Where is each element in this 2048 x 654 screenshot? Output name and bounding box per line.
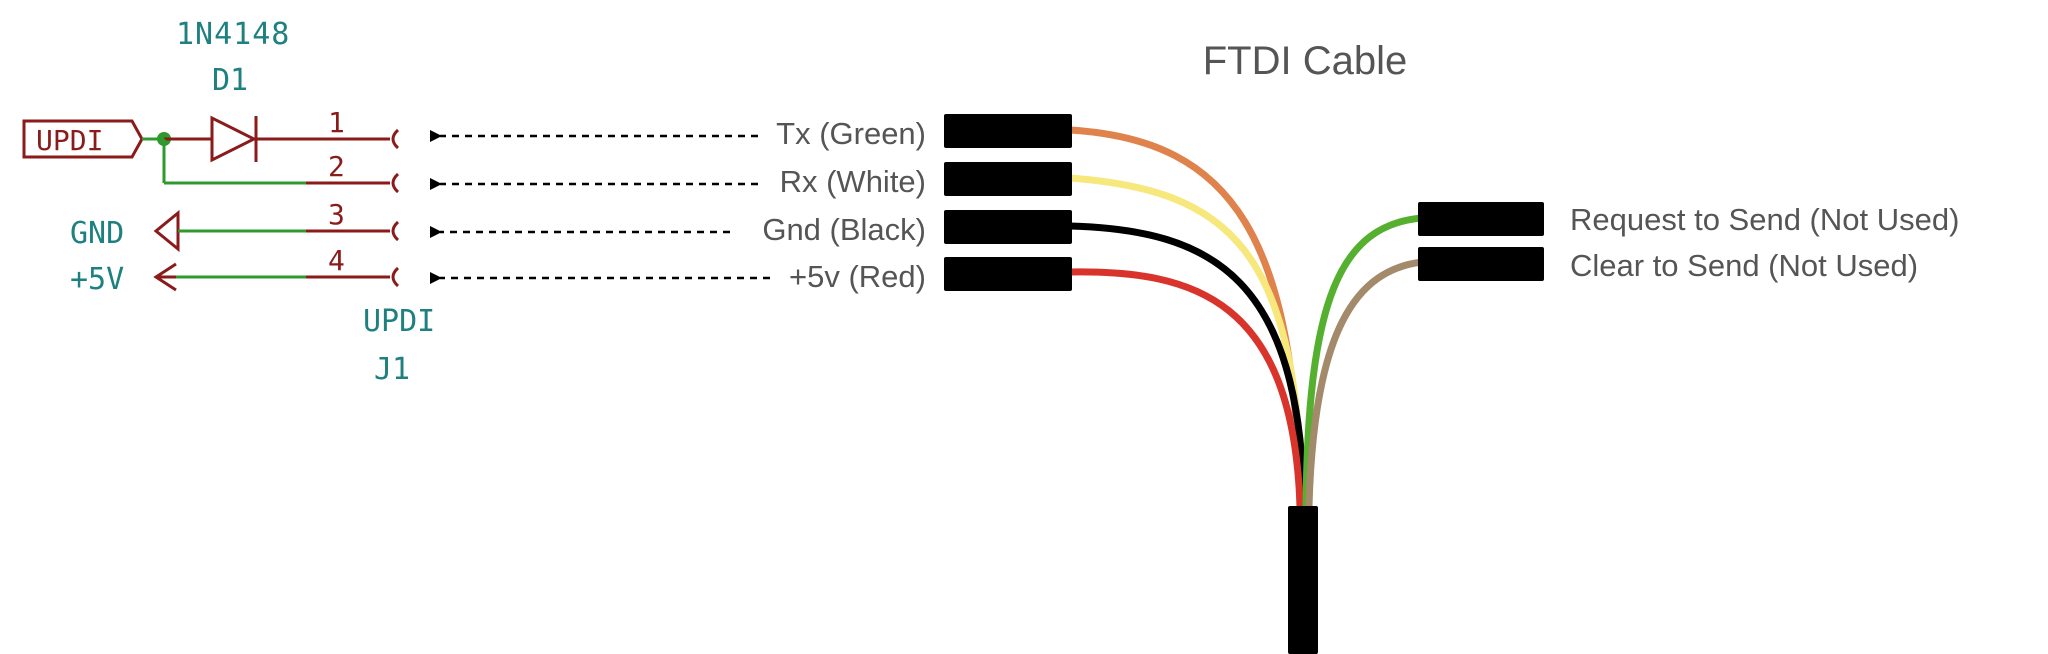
cable-jacket [1288,506,1318,654]
pin-number-3: 3 [328,198,345,231]
connector-pins [391,128,400,288]
connector-cts [1418,247,1544,281]
vcc-symbol [153,262,177,292]
connector-5v [944,257,1072,291]
diagram-title: FTDI Cable [1203,39,1408,83]
connector-pin-1 [391,128,400,150]
pin-label-tx: Tx (Green) [776,116,926,151]
connector-tx [944,114,1072,148]
connector-pin-4 [391,266,400,288]
wire-brown [1305,258,1426,510]
diode-ref-label: D1 [212,63,248,98]
pin-label-rts: Request to Send (Not Used) [1570,202,1959,237]
updi-net-flag: UPDI [22,119,144,159]
cable-wires [1066,126,1426,510]
connector-rts [1418,202,1544,236]
connector-pin-2 [391,172,400,194]
connector-name-label: UPDI [363,304,435,339]
connector-pin-3 [391,220,400,242]
diode-symbol [210,115,258,163]
pin-number-2: 2 [328,150,345,183]
cable-pin-labels: Tx (Green) Rx (White) Gnd (Black) +5v (R… [762,116,926,294]
wire-black [1066,222,1308,510]
pin-label-gnd: Gnd (Black) [762,212,926,247]
cable-connectors [944,114,1544,654]
wire-red [1066,268,1304,510]
updi-flag-label: UPDI [36,124,103,157]
vcc-label: +5V [70,262,124,297]
pin-label-5v: +5v (Red) [789,259,926,294]
gnd-label: GND [70,216,124,251]
connector-rx [944,162,1072,196]
pin-number-4: 4 [328,244,345,277]
pin-label-rx: Rx (White) [780,164,926,199]
pin-number-1: 1 [328,106,345,139]
diode-part-label: 1N4148 [176,17,290,52]
pin-label-cts: Clear to Send (Not Used) [1570,248,1918,283]
gnd-symbol [153,209,180,253]
connector-ref-label: J1 [374,352,410,387]
wire-green [1302,214,1426,510]
connector-gnd [944,210,1072,244]
signal-arrows [430,130,770,284]
schematic: 1N4148 D1 UPDI GND [22,17,435,387]
